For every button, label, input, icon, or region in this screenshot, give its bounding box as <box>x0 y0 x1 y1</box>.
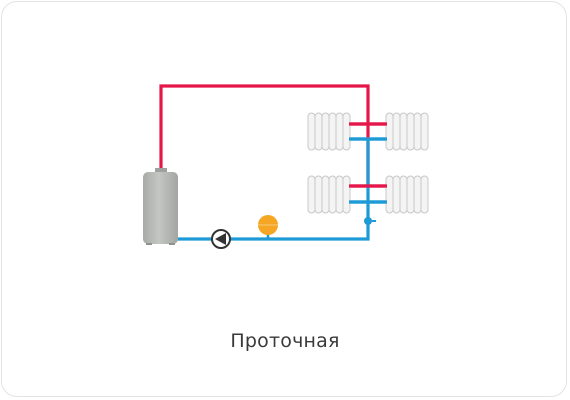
radiator-top-left <box>307 112 351 151</box>
radiator-bottom-right <box>385 175 429 214</box>
scheme-caption: Проточная <box>230 330 340 352</box>
radiator-top-right <box>385 112 429 151</box>
pump-icon <box>211 229 231 249</box>
hot-supply-pipe <box>159 84 391 188</box>
boiler-icon <box>143 168 178 245</box>
radiator-bottom-left <box>307 175 351 214</box>
expansion-tank-icon <box>258 215 278 239</box>
valve-icon <box>364 217 376 225</box>
cold-return-pipe <box>176 137 391 241</box>
radiator-connectors <box>349 122 387 204</box>
